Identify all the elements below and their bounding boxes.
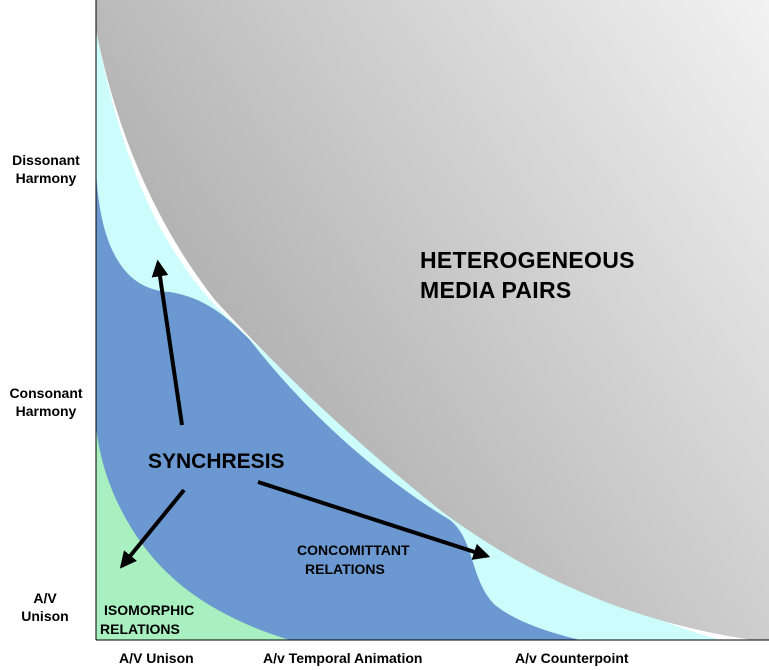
- x-label-counterpoint: A/v Counterpoint: [515, 650, 629, 666]
- heterogeneous-label-line2: MEDIA PAIRS: [420, 276, 572, 303]
- concomittant-label: CONCOMITTANT RELATIONS: [297, 541, 410, 579]
- arrow-to-dissonant: [151, 259, 184, 426]
- y-label-unison: A/V Unison: [21, 590, 69, 624]
- isomorphic-label-line1: ISOMORPHIC: [104, 602, 195, 618]
- heterogeneous-region: [96, 0, 769, 640]
- isomorphic-label-line2: RELATIONS: [100, 620, 180, 637]
- y-label-dissonant: Dissonant Harmony: [12, 152, 80, 186]
- y-label-consonant: Consonant Harmony: [9, 385, 83, 419]
- arrow-to-isomorphic: [119, 488, 186, 569]
- concomittant-label-line1: CONCOMITTANT: [297, 542, 410, 558]
- heterogeneous-label: HETEROGENEOUS MEDIA PAIRS: [420, 246, 635, 306]
- isomorphic-region: [96, 425, 290, 640]
- x-label-temporal: A/v Temporal Animation: [263, 650, 423, 666]
- isomorphic-label: ISOMORPHIC RELATIONS: [100, 601, 194, 639]
- heterogeneous-label-line1: HETEROGENEOUS: [420, 247, 635, 273]
- synchresis-region: [96, 170, 580, 640]
- arrow-to-concomittant: [257, 480, 491, 560]
- x-label-unison: A/V Unison: [119, 650, 194, 666]
- concomittant-label-line2: RELATIONS: [305, 560, 385, 577]
- synchresis-label: SYNCHRESIS: [148, 450, 285, 473]
